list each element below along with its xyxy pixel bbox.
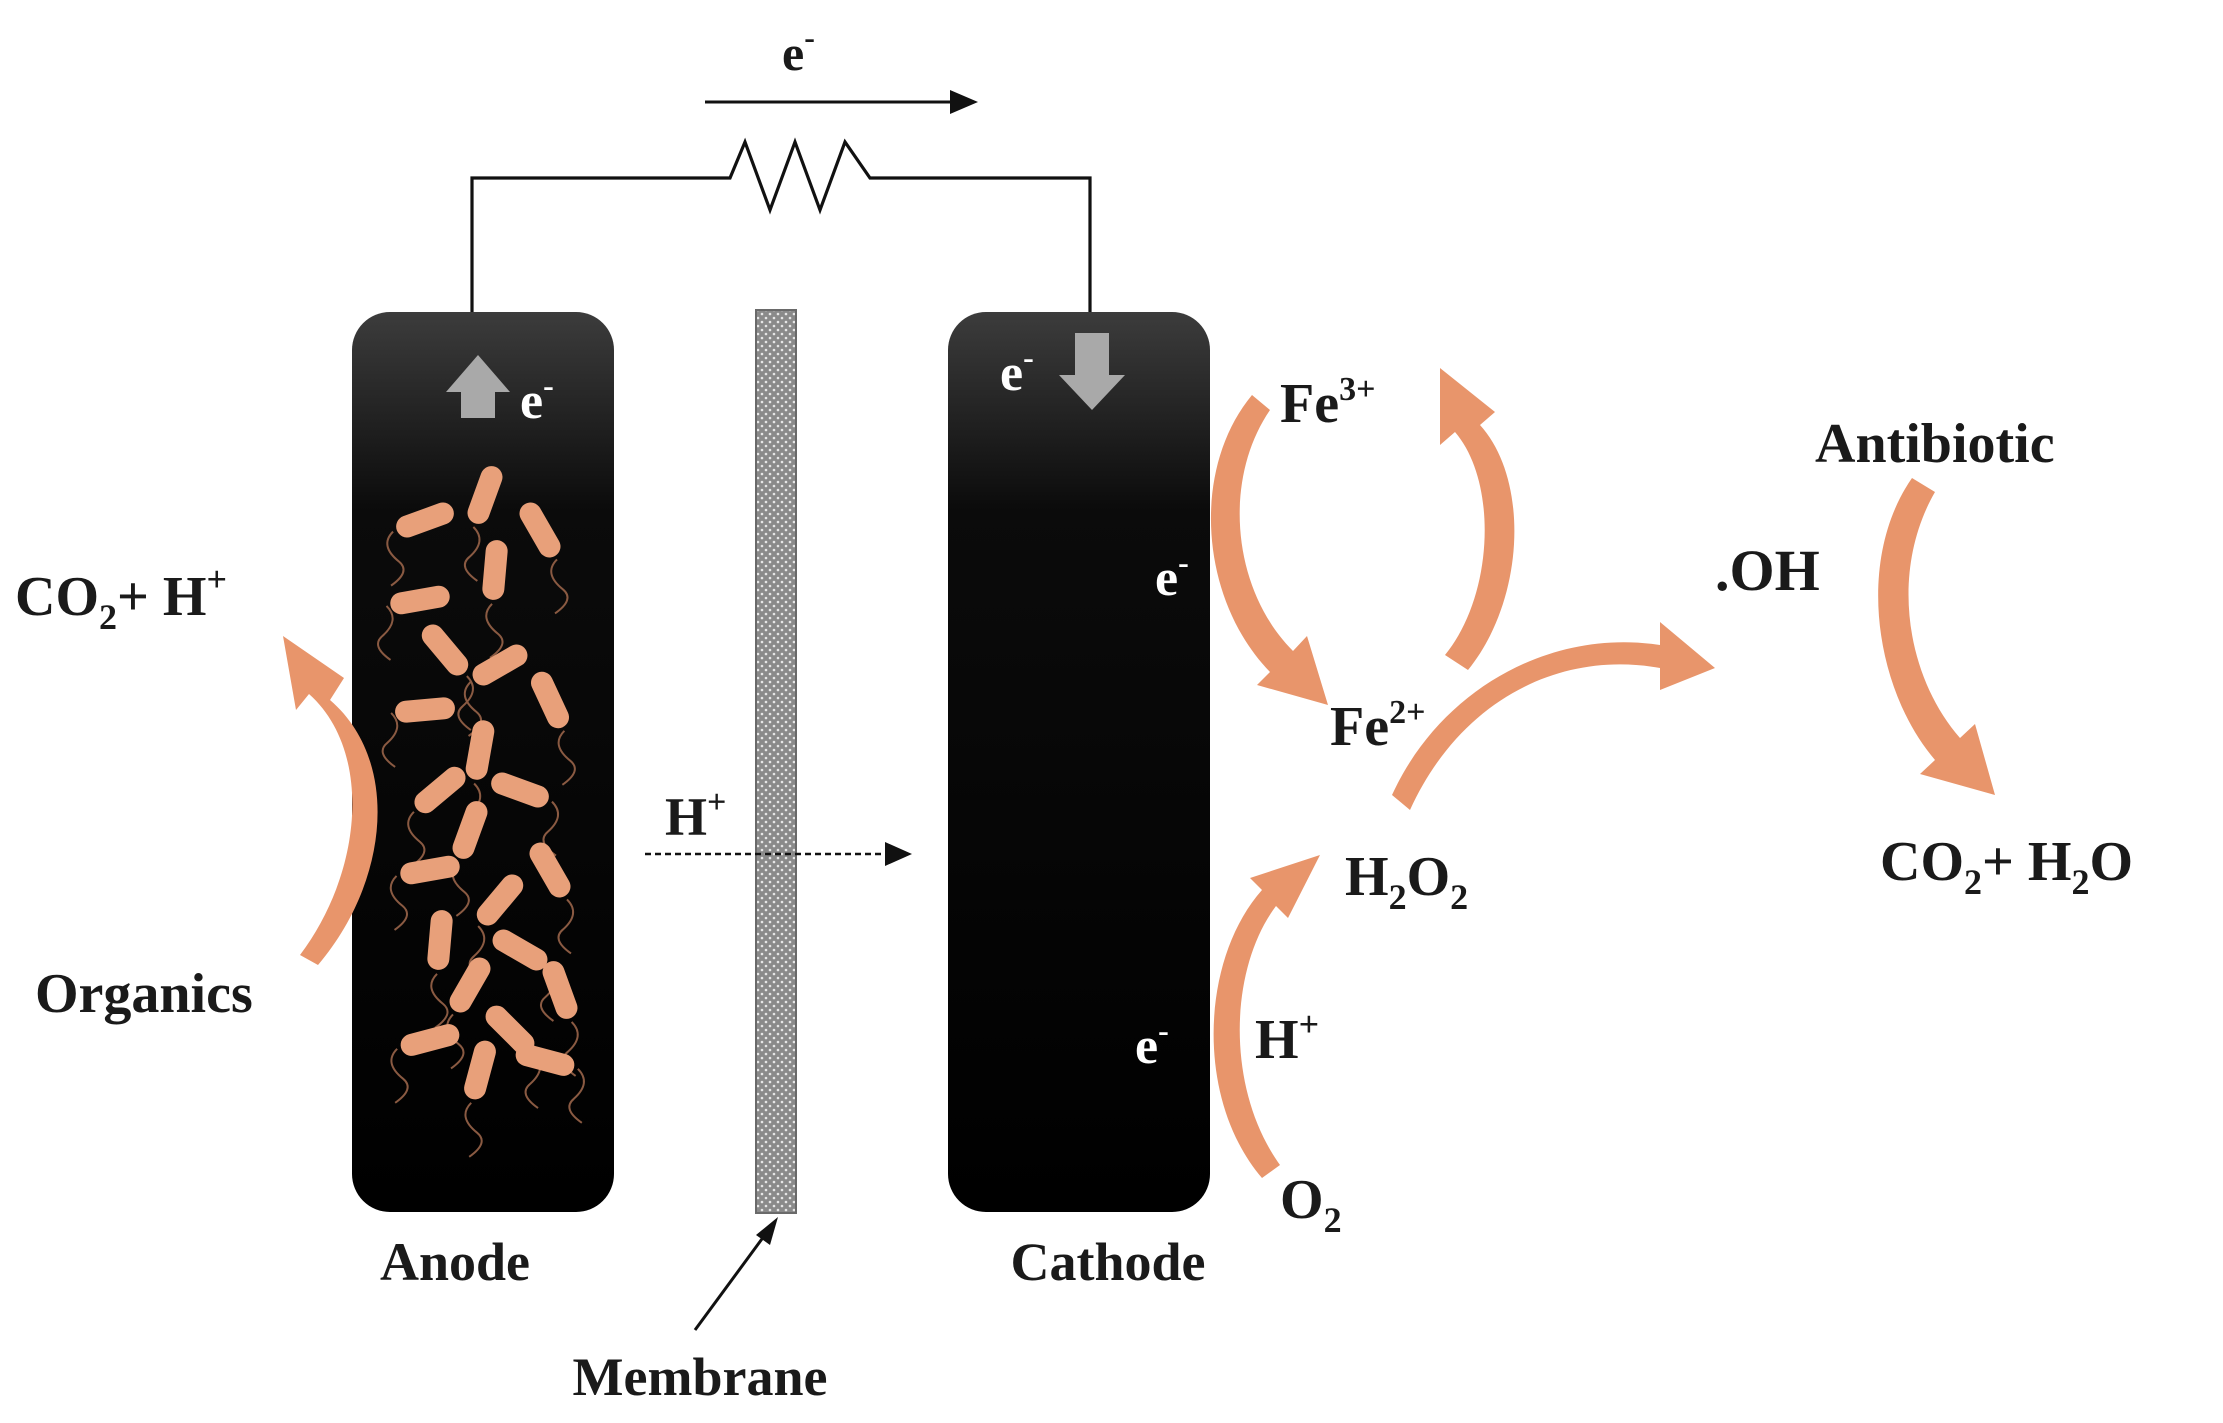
- bacterium: [414, 766, 466, 814]
- bacterium: [449, 957, 491, 1013]
- bacterium-flagellum: [557, 730, 576, 786]
- bacterium: [515, 1044, 575, 1076]
- bacterium: [485, 1005, 535, 1055]
- h2o2-label: H2O2: [1345, 846, 1468, 917]
- bacterium-flagellum: [463, 526, 481, 582]
- h-plus-label: H+: [1255, 1004, 1319, 1071]
- cathode-electrode: [948, 312, 1210, 1212]
- fe3-label: Fe3+: [1280, 371, 1375, 435]
- bacterium-flagellum: [485, 603, 504, 659]
- hydroxyl-radical-label: .OH: [1715, 538, 1820, 603]
- membrane: H+ Membrane: [573, 309, 912, 1407]
- cathode-electron-label-mid: e-: [1155, 544, 1189, 607]
- fe2-label: Fe2+: [1330, 694, 1425, 758]
- bacterium: [464, 1040, 496, 1100]
- proton-transfer-arrowhead: [885, 842, 912, 866]
- bacterium: [530, 671, 570, 729]
- fe2-to-fe3-arrow: [1440, 368, 1515, 670]
- h2o2-to-oh-arrow: [1392, 622, 1715, 810]
- bacterium: [519, 502, 561, 558]
- bacterium: [476, 874, 524, 926]
- bacterium: [467, 466, 503, 524]
- bacterium: [491, 772, 549, 808]
- reaction-arrows: [283, 368, 1995, 1178]
- anode-electron-label: e-: [520, 367, 554, 430]
- cathode-label: Cathode: [1010, 1232, 1205, 1292]
- bacterium: [390, 585, 450, 615]
- co2-h-plus-label: CO2+ H+: [15, 559, 227, 637]
- bacterium-flagellum: [386, 530, 405, 587]
- fe3-to-fe2-arrow: [1210, 395, 1328, 705]
- anode: e- Anode: [352, 312, 614, 1292]
- bacteria-cluster: [377, 466, 585, 1158]
- final-products-label: CO2+ H2O: [1880, 831, 2133, 902]
- bacterium-flagellum: [377, 605, 394, 661]
- circuit-electron-label: e-: [782, 19, 815, 81]
- bacterium-flagellum: [557, 898, 574, 955]
- species-labels: CO2+ H+ Organics Fe3+ Fe2+ H2O2 H+ O2 .O…: [15, 371, 2133, 1240]
- bacterium: [396, 502, 454, 538]
- membrane-pointer-head: [756, 1217, 778, 1245]
- antibiotic-degradation-arrow: [1878, 478, 1995, 795]
- o2-label: O2: [1280, 1169, 1342, 1240]
- bacterium: [482, 540, 508, 600]
- organics-label: Organics: [35, 963, 253, 1025]
- circuit-wire: [470, 137, 1092, 312]
- bacterium: [400, 1024, 460, 1056]
- cathode: e- e- e- Cathode: [948, 312, 1210, 1292]
- bacterium: [421, 624, 469, 676]
- bacterium-flagellum: [550, 558, 569, 615]
- membrane-strip: [755, 309, 797, 1214]
- membrane-label: Membrane: [573, 1347, 828, 1407]
- bacterium-flagellum: [430, 973, 449, 1029]
- membrane-pointer: [693, 1227, 772, 1331]
- bacterium: [400, 855, 460, 885]
- bacterium-flagellum: [464, 1102, 483, 1158]
- down-arrow-icon: [1059, 333, 1125, 410]
- antibiotic-label: Antibiotic: [1815, 413, 2055, 475]
- bacterium: [452, 801, 488, 859]
- bacterium-flagellum: [457, 675, 474, 731]
- electron-flow-arrowhead: [950, 90, 978, 114]
- bacterium: [395, 697, 455, 723]
- bacterium-flagellum: [381, 712, 399, 768]
- bacterium-flagellum: [446, 1013, 465, 1070]
- cathode-electron-label-top: e-: [1000, 339, 1034, 402]
- external-circuit: e-: [470, 19, 1092, 312]
- o2-to-h2o2-arrow: [1213, 855, 1320, 1178]
- bacterium: [465, 720, 495, 780]
- bacterium: [427, 910, 453, 970]
- up-arrow-icon: [446, 355, 510, 418]
- anode-label: Anode: [380, 1232, 530, 1292]
- bacterium: [542, 961, 578, 1019]
- bacterium: [472, 644, 528, 686]
- membrane-proton-label: H+: [665, 784, 726, 847]
- cathode-electron-label-bottom: e-: [1135, 1012, 1169, 1075]
- bacterium-flagellum: [407, 811, 426, 867]
- bacterium: [529, 842, 571, 898]
- bacterium-flagellum: [568, 1068, 585, 1124]
- bacterium: [492, 929, 548, 971]
- organics-to-co2-arrow: [283, 636, 378, 965]
- bacterium-flagellum: [389, 875, 409, 931]
- bacterium-flagellum: [390, 1048, 409, 1104]
